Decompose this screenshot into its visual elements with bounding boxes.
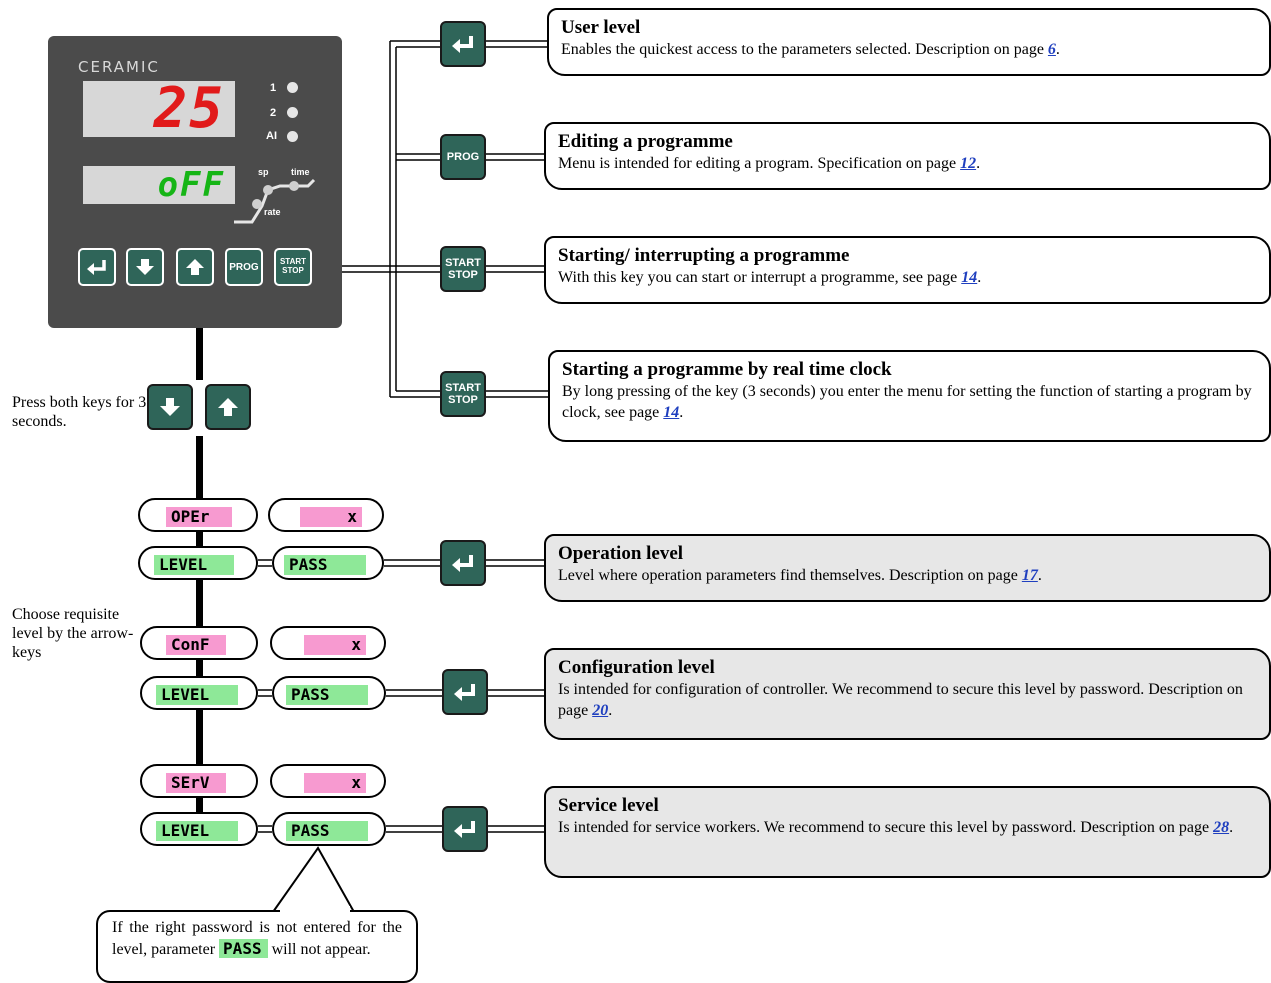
arrow-down-icon (160, 398, 180, 416)
led-1-label: 1 (270, 82, 277, 94)
up-key[interactable] (205, 384, 251, 430)
box-text: Is intended for service workers. We reco… (558, 819, 1234, 836)
pass-param: PASS (219, 939, 268, 958)
device-enter-key[interactable] (78, 248, 116, 286)
enter-arrow-icon (452, 36, 473, 53)
enter-arrow-icon (454, 821, 475, 838)
controller-device: CERAMIC 25 oFF 1 2 AI sp time rate PROG … (48, 36, 342, 328)
page-link[interactable]: 20 (592, 702, 609, 719)
operation-level-box: Operation level Level where operation pa… (544, 534, 1271, 602)
box-title: Service level (558, 795, 659, 816)
level-name: OPEr (166, 507, 232, 527)
page-link[interactable]: 17 (1021, 567, 1038, 584)
prog-key[interactable]: PROG (440, 134, 486, 180)
level-label: LEVEL (156, 685, 238, 705)
enter-arrow-icon (454, 684, 475, 701)
box-title: User level (561, 17, 641, 38)
pass-field: PASS (286, 821, 368, 841)
service-level-box: Service level Is intended for service wo… (544, 786, 1271, 878)
page-link[interactable]: 28 (1213, 819, 1230, 836)
level-name: ConF (166, 635, 226, 655)
pass-field: PASS (284, 555, 366, 575)
password-callout: If the right password is not entered for… (96, 910, 418, 983)
box-title: Editing a programme (558, 131, 733, 152)
page-link[interactable]: 6 (1047, 41, 1056, 58)
box-text: With this key you can start or interrupt… (558, 269, 982, 286)
pass-pill: PASS (272, 676, 386, 710)
pass-pill: PASS (272, 546, 384, 580)
enter-key-operation[interactable] (440, 540, 486, 586)
editing-programme-box: Editing a programme Menu is intended for… (544, 122, 1271, 190)
enter-key-configuration[interactable] (442, 669, 488, 715)
box-text: Enables the quickest access to the param… (561, 41, 1060, 58)
box-text: By long pressing of the key (3 seconds) … (562, 383, 1252, 421)
level-label: LEVEL (156, 821, 238, 841)
level-label: LEVEL (154, 555, 234, 575)
arrow-down-icon (136, 259, 154, 275)
pass-field: PASS (286, 685, 368, 705)
status-value: oFF (157, 165, 225, 205)
enter-key-service[interactable] (442, 806, 488, 852)
process-display: 25 (83, 81, 235, 137)
rate-label: rate (264, 207, 281, 217)
brand-label: CERAMIC (78, 58, 160, 76)
level-label-pill: LEVEL (140, 676, 258, 710)
level-value: x (300, 507, 362, 527)
real-time-clock-box: Starting a programme by real time clock … (548, 350, 1271, 442)
level-value-pill: x (268, 498, 384, 532)
pass-pill: PASS (272, 812, 386, 846)
level-name-pill: SErV (140, 764, 258, 798)
box-text: Level where operation parameters find th… (558, 567, 1042, 584)
time-label: time (291, 167, 310, 177)
level-value-pill: x (270, 764, 386, 798)
program-profile-icon (234, 178, 316, 224)
process-value: 25 (153, 76, 225, 141)
device-down-key[interactable] (126, 248, 164, 286)
level-name: SErV (166, 773, 226, 793)
status-display: oFF (83, 166, 235, 204)
start-interrupt-box: Starting/ interrupting a programme With … (544, 236, 1271, 304)
level-value: x (304, 635, 366, 655)
led-ai (287, 131, 298, 142)
device-up-key[interactable] (176, 248, 214, 286)
page-link[interactable]: 12 (960, 155, 977, 172)
press-both-keys-text: Press both keys for 3 seconds. (12, 394, 147, 430)
enter-key-user-level[interactable] (440, 21, 486, 67)
page-link[interactable]: 14 (663, 404, 680, 421)
enter-arrow-icon (87, 260, 106, 275)
level-label-pill: LEVEL (138, 546, 258, 580)
sp-label: sp (258, 167, 269, 177)
arrow-up-icon (218, 398, 238, 416)
arrow-up-icon (186, 259, 204, 275)
box-title: Starting a programme by real time clock (562, 359, 892, 380)
page-link[interactable]: 14 (961, 269, 978, 286)
configuration-level-box: Configuration level Is intended for conf… (544, 648, 1271, 740)
device-prog-key[interactable]: PROG (225, 248, 263, 286)
enter-arrow-icon (452, 555, 473, 572)
choose-level-text: Choose requisite level by the arrow-keys (12, 606, 134, 661)
box-text: Is intended for configuration of control… (558, 681, 1243, 719)
box-title: Starting/ interrupting a programme (558, 245, 850, 266)
level-label-pill: LEVEL (140, 812, 258, 846)
led-ai-label: AI (266, 130, 277, 142)
box-title: Configuration level (558, 657, 715, 678)
led-2-label: 2 (270, 107, 277, 119)
down-key[interactable] (147, 384, 193, 430)
user-level-box: User level Enables the quickest access t… (547, 8, 1271, 76)
level-name-pill: ConF (140, 626, 258, 660)
level-value-pill: x (270, 626, 386, 660)
led-1 (287, 82, 298, 93)
box-text: Menu is intended for editing a program. … (558, 155, 981, 172)
level-value: x (304, 773, 366, 793)
box-title: Operation level (558, 543, 684, 564)
led-2 (287, 107, 298, 118)
level-name-pill: OPEr (138, 498, 258, 532)
